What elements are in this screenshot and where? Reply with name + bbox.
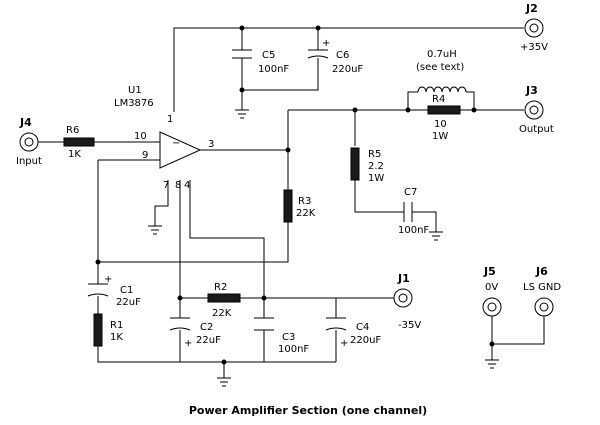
r6-value: 1K <box>68 149 81 160</box>
c6-value: 220uF <box>332 64 363 75</box>
resistor-r5: R5 2.2 1W <box>350 147 384 184</box>
junction-dot <box>177 295 183 301</box>
junction-dot <box>405 107 411 113</box>
j2-ref: J2 <box>525 2 538 15</box>
capacitor-c2: + C2 22uF <box>169 317 221 349</box>
r1-value: 1K <box>110 332 123 343</box>
r4-rating: 1W <box>432 131 448 142</box>
c2-plus: + <box>184 338 192 349</box>
j6-ref: J6 <box>535 265 548 278</box>
inductor-l1: 0.7uH (see text) <box>416 49 467 93</box>
connector-j1: J1 -35V <box>393 272 421 331</box>
diagram-title: Power Amplifier Section (one channel) <box>189 404 427 417</box>
ground-symbol <box>217 377 231 387</box>
c3-value: 100nF <box>278 344 309 355</box>
u1-value: LM3876 <box>114 98 154 109</box>
wires <box>38 27 545 378</box>
resistor-r1: R1 1K <box>93 313 123 347</box>
r2-ref: R2 <box>214 282 227 293</box>
j4-label: Input <box>16 156 42 167</box>
inductor-value: 0.7uH <box>427 49 457 60</box>
j5-ref: J5 <box>483 265 496 278</box>
r4-value: 10 <box>434 119 447 130</box>
j3-label: Output <box>519 124 554 135</box>
r2-value: 22K <box>212 308 232 319</box>
ground-symbol <box>235 109 249 119</box>
pin-7: 7 <box>163 180 169 191</box>
c5-ref: C5 <box>262 50 275 61</box>
junction-dot <box>489 341 495 347</box>
pin-1: 1 <box>167 114 173 125</box>
c7-value: 100nF <box>398 225 429 236</box>
r3-value: 22K <box>296 208 316 219</box>
pin-10: 10 <box>134 131 147 142</box>
j3-ref: J3 <box>525 84 538 97</box>
capacitor-c4: + C4 220uF <box>325 317 381 349</box>
connector-j5: J5 0V <box>482 265 502 317</box>
junctions <box>95 25 495 365</box>
c4-ref: C4 <box>356 322 369 333</box>
j6-label: LS GND <box>523 282 561 293</box>
c1-value: 22uF <box>116 297 141 308</box>
connector-j2: J2 +35V <box>520 2 548 53</box>
j5-label: 0V <box>485 282 498 293</box>
r4-ref: R4 <box>432 94 445 105</box>
c6-ref: C6 <box>336 50 349 61</box>
resistor-r2: R2 22K <box>207 282 241 319</box>
r1-ref: R1 <box>110 320 123 331</box>
c4-plus: + <box>340 338 348 349</box>
pin-3: 3 <box>208 139 214 150</box>
junction-dot <box>285 147 291 153</box>
pin-9: 9 <box>142 150 148 161</box>
c2-value: 22uF <box>196 335 221 346</box>
c2-ref: C2 <box>200 322 213 333</box>
capacitor-c7: C7 100nF <box>398 187 429 236</box>
capacitor-c5: C5 100nF <box>232 49 289 75</box>
inductor-note: (see text) <box>416 62 464 73</box>
pin-4: 4 <box>184 180 190 191</box>
junction-dot <box>95 259 101 265</box>
ground-symbol <box>429 231 443 241</box>
capacitor-c6: + C6 220uF <box>307 38 363 75</box>
capacitor-c1: + C1 22uF <box>87 274 141 308</box>
junction-dot <box>471 107 477 113</box>
c1-ref: C1 <box>120 285 133 296</box>
c3-ref: C3 <box>282 332 295 343</box>
u1-ref: U1 <box>128 85 142 96</box>
inverting-input-sign: − <box>172 138 180 149</box>
r5-value: 2.2 <box>368 161 384 172</box>
c7-ref: C7 <box>404 187 417 198</box>
junction-dot <box>239 25 245 31</box>
ground-symbol <box>485 359 499 369</box>
r3-ref: R3 <box>298 196 311 207</box>
resistor-r3: R3 22K <box>283 189 316 223</box>
c1-plus: + <box>104 274 112 285</box>
resistor-r6: R6 1K <box>63 125 95 160</box>
c5-value: 100nF <box>258 64 289 75</box>
j1-label: -35V <box>398 320 421 331</box>
resistor-r4: R4 10 1W <box>427 94 461 142</box>
junction-dot <box>261 295 267 301</box>
connector-j6: J6 LS GND <box>523 265 561 317</box>
j1-ref: J1 <box>397 272 410 285</box>
r5-rating: 1W <box>368 173 384 184</box>
junction-dot <box>239 87 245 93</box>
r5-ref: R5 <box>368 149 381 160</box>
connector-j3: J3 Output <box>519 84 554 135</box>
c4-value: 220uF <box>350 335 381 346</box>
c6-plus: + <box>322 38 330 49</box>
j2-label: +35V <box>520 42 548 53</box>
junction-dot <box>221 359 227 365</box>
opamp-u1: − U1 LM3876 10 9 1 3 7 8 4 <box>114 85 214 191</box>
r6-ref: R6 <box>66 125 79 136</box>
junction-dot <box>315 25 321 31</box>
j4-ref: J4 <box>19 116 32 129</box>
capacitor-c3: C3 100nF <box>254 317 309 355</box>
connector-j4: J4 Input <box>16 116 42 167</box>
junction-dot <box>352 107 358 113</box>
pin-8: 8 <box>175 180 181 191</box>
ground-symbol <box>148 225 162 235</box>
